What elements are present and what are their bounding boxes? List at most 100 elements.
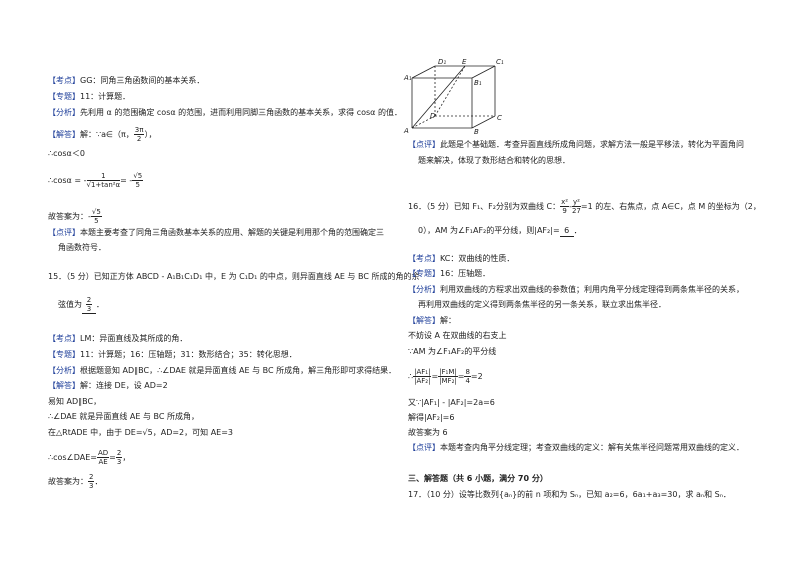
frac-den: |MF₂| bbox=[439, 377, 457, 385]
q14-zhuanti-line: 【专题】11：计算题． bbox=[48, 92, 130, 102]
q14-cos-frac1: 1√1+tan²α bbox=[86, 172, 121, 189]
q15-line4: 在△RtADE 中，由于 DE=√5，AD=2，可知 AE=3 bbox=[48, 428, 234, 437]
q16-stem-minus: - bbox=[569, 202, 572, 211]
q15-zhuanti-text: 11：计算题；16：压轴题；31：数形结合；35：转化思想． bbox=[80, 350, 297, 359]
q15-dianping-text1: 此题是个基础题．考查异面直线所成角问题，求解方法一般是平移法，转化为平面角问 bbox=[440, 140, 744, 149]
q16-fenxi-tag: 【分析】 bbox=[408, 285, 440, 294]
q14-fenxi-text: 先利用 α 的范围确定 cosα 的范围，进而利用同脚三角函数的基本关系，求得 … bbox=[80, 108, 402, 117]
q16-kaodian-tag: 【考点】 bbox=[408, 254, 440, 263]
frac-num: 2 bbox=[85, 296, 93, 305]
q15-dianping-line1: 【点评】此题是个基础题．考查异面直线所成角问题，求解方法一般是平移法，转化为平面… bbox=[408, 140, 744, 150]
q14-jieda-tag: 【解答】 bbox=[48, 130, 80, 139]
q16-line4-eq1: = bbox=[431, 372, 439, 381]
frac-num: 3π bbox=[133, 126, 145, 135]
frac-num: 2 bbox=[115, 449, 123, 458]
frac-num: 2 bbox=[88, 473, 95, 482]
q15-line5-post: ， bbox=[122, 453, 131, 462]
q15-kaodian-text: LM：异面直线及其所成的角． bbox=[80, 334, 188, 343]
q14-answer-label: 故答案为：- bbox=[48, 212, 91, 221]
q16-fenxi-line2: 再利用双曲线的定义得到两条焦半径的另一条关系，联立求出焦半径． bbox=[418, 300, 666, 309]
cube-diagram: A₁ E C₁ D₁ B₁ D A B C bbox=[403, 58, 504, 136]
q16-answer: 故答案为 6 bbox=[408, 428, 448, 437]
frac-den: 3 bbox=[116, 458, 122, 466]
cube-label-c: C bbox=[497, 114, 502, 122]
q15-jieda-text: 解：连接 DE，设 AD=2 bbox=[80, 381, 168, 390]
q14-cos-eq: = - bbox=[120, 176, 133, 185]
frac-num: √5 bbox=[132, 172, 144, 181]
frac-num: √5 bbox=[90, 208, 102, 217]
frac-num: 1 bbox=[86, 172, 121, 181]
cube-label-d1: D₁ bbox=[438, 58, 446, 66]
q15-stem-pre: 弦值为 bbox=[58, 300, 82, 309]
q14-zhuanti-tag: 【专题】 bbox=[48, 92, 80, 101]
frac-num: x² bbox=[560, 198, 570, 207]
q16-kaodian-text: KC：双曲线的性质． bbox=[440, 254, 515, 263]
q15-line2: 易知 AD∥BC， bbox=[48, 397, 102, 406]
q15-stem-post: ． bbox=[96, 300, 104, 309]
q15-zhuanti-line: 【专题】11：计算题；16：压轴题；31：数形结合；35：转化思想． bbox=[48, 350, 297, 360]
q15-kaodian-tag: 【考点】 bbox=[48, 334, 80, 343]
q15-dianping-tag: 【点评】 bbox=[408, 140, 440, 149]
q14-zhuanti-text: 11：计算题． bbox=[80, 92, 131, 101]
q15-jieda-tag: 【解答】 bbox=[48, 381, 80, 390]
q16-zhuanti-text: 16：压轴题． bbox=[440, 269, 491, 278]
q14-kaodian-tag: 【考点】 bbox=[48, 76, 80, 85]
frac-den: 27 bbox=[571, 207, 581, 215]
q14-fenxi-tag: 【分析】 bbox=[48, 108, 80, 117]
q16-line3: ∵AM 为∠F₁AF₂的平分线 bbox=[408, 347, 497, 356]
q14-dianping-text1: 本题主要考查了同角三角函数基本关系的应用、解题的关键是利用那个角的范围确定三 bbox=[80, 228, 384, 237]
q16-line6: 解得|AF₂|=6 bbox=[408, 413, 455, 422]
q15-zhuanti-tag: 【专题】 bbox=[48, 350, 80, 359]
q15-line5-eq: = bbox=[109, 453, 116, 462]
q14-jieda-post: ）， bbox=[144, 130, 157, 139]
frac-den: 5 bbox=[135, 181, 140, 189]
q14-jieda-pre: 解：∵a∈（π， bbox=[80, 130, 134, 139]
cube-label-c1: C₁ bbox=[496, 58, 504, 66]
frac-den: 3 bbox=[86, 305, 92, 313]
cube-label-e: E bbox=[462, 58, 467, 66]
q16-line4-post: =2 bbox=[470, 372, 483, 381]
frac-num: AD bbox=[96, 449, 110, 458]
q16-line4-pre: ∴ bbox=[408, 372, 414, 381]
q15-line3: ∴∠DAE 就是异面直线 AE 与 BC 所成角， bbox=[48, 412, 199, 421]
section3-heading: 三、解答题（共 6 小题，满分 70 分） bbox=[408, 474, 548, 483]
frac-den: 4 bbox=[465, 377, 470, 385]
q16-zhuanti-line: 【专题】16：压轴题． bbox=[408, 269, 490, 279]
q15-line5-pre: ∴cos∠DAE= bbox=[48, 453, 97, 462]
q15-answer-post: ． bbox=[94, 477, 103, 486]
q14-dianping-line1: 【点评】本题主要考查了同角三角函数基本关系的应用、解题的关键是利用那个角的范围确… bbox=[48, 228, 384, 238]
frac-den: 5 bbox=[94, 217, 99, 225]
q16-stem-post: =1 的左、右焦点，点 A∈C，点 M 的坐标为（2， bbox=[580, 202, 761, 211]
q15-jieda-line: 【解答】解：连接 DE，设 AD=2 bbox=[48, 381, 168, 391]
q16-stem-pre: 16．（5 分）已知 F₁、F₂分别为双曲线 C： bbox=[408, 202, 561, 211]
q14-kaodian-text: GG：同角三角函数间的基本关系． bbox=[80, 76, 205, 85]
q15-answer-label: 故答案为： bbox=[48, 477, 88, 486]
cube-label-b1: B₁ bbox=[474, 79, 482, 87]
q15-dianping-line2: 题来解决，体现了数形结合和转化的思想． bbox=[418, 156, 570, 165]
frac-num: |F₁M| bbox=[438, 368, 458, 377]
q16-answer-blank: 6 bbox=[559, 226, 574, 237]
frac-num: y² bbox=[571, 198, 581, 207]
frac-den: 9 bbox=[562, 207, 567, 215]
q16-dianping-line: 【点评】本题考查内角平分线定理；考查双曲线的定义：解有关焦半径问题常用双曲线的定… bbox=[408, 443, 744, 453]
q16-stem-line2: 0），AM 为∠F₁AF₂的平分线，则|AF₂|=6． bbox=[418, 226, 582, 237]
cube-label-d: D bbox=[430, 112, 436, 120]
q16-line5: 又∵|AF₁| - |AF₂|=2a=6 bbox=[408, 398, 495, 407]
q16-fenxi-text1: 利用双曲线的方程求出双曲线的参数值；利用内角平分线定理得到两条焦半径的关系， bbox=[440, 285, 744, 294]
q16-jieda-text: 解： bbox=[440, 316, 456, 325]
cube-label-a: A bbox=[403, 127, 409, 135]
